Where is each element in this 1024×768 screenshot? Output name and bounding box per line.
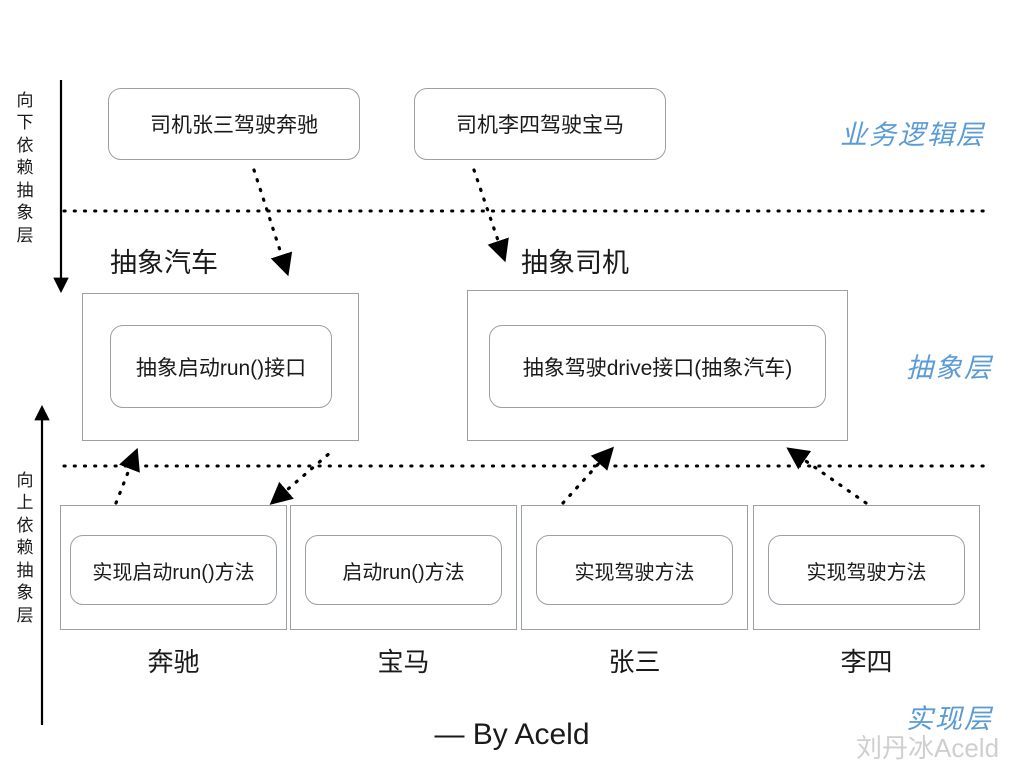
axis-char: 向 [16,91,34,110]
impl-caption-bmw: 宝马 [377,647,430,677]
axis-char: 赖 [16,538,34,558]
axis-char: 层 [16,225,34,245]
layer-tag-business: 业务逻辑层 [840,120,985,150]
watermark: 刘丹冰Aceld [856,733,1000,763]
impl-box-zhangsan: 实现驾驶方法 [536,535,733,605]
dependency-arrow-zhangsan-to-abstract-car [252,168,293,277]
impl-caption-lisi: 李四 [840,647,893,677]
impl-box-label: 实现启动run()方法 [92,561,255,584]
realize-arrow-zhangsan-to-abstract-driver [561,446,615,505]
realize-arrow-lisi-to-abstract-driver [786,447,868,505]
axis-label-depend-up: 向 上 依 赖 抽 象 层 [8,470,42,627]
axis-char: 象 [16,203,34,223]
business-box-driver-zhangsan: 司机张三驾驶奔驰 [108,88,360,160]
axis-char: 层 [16,605,34,625]
axis-char: 象 [16,583,34,603]
axis-char: 抽 [16,560,34,580]
axis-char: 上 [16,493,34,513]
dependency-arrow-lisi-to-abstract-driver [472,168,509,263]
axis-char: 依 [16,515,34,535]
abstract-car-interface-box: 抽象启动run()接口 [110,325,332,408]
axis-char: 依 [16,135,34,155]
business-box-driver-lisi: 司机李四驾驶宝马 [414,88,666,160]
abstract-car-interface-label: 抽象启动run()接口 [135,356,307,380]
impl-caption-benz: 奔驰 [147,647,200,677]
impl-box-label: 启动run()方法 [342,561,465,584]
impl-caption-zhangsan: 张三 [608,647,661,677]
impl-box-lisi: 实现驾驶方法 [768,535,965,605]
axis-char: 赖 [16,158,34,178]
axis-char: 抽 [16,180,34,200]
abstract-driver-interface-label: 抽象驾驶drive接口(抽象汽车) [522,356,793,380]
byline: — By Aceld [434,718,590,751]
impl-box-bmw: 启动run()方法 [305,535,502,605]
abstract-car-caption: 抽象汽车 [110,248,218,278]
abstract-driver-caption: 抽象司机 [521,248,629,278]
impl-box-label: 实现驾驶方法 [574,561,695,584]
realize-arrow-benz-to-abstract-car [114,447,140,505]
axis-label-depend-down: 向 下 依 赖 抽 象 层 [8,90,42,247]
impl-box-label: 实现驾驶方法 [806,561,927,584]
abstract-driver-interface-box: 抽象驾驶drive接口(抽象汽车) [489,325,826,408]
axis-char: 下 [16,113,34,133]
realize-arrow-bmw-to-abstract-car [269,450,333,505]
layer-tag-abstract: 抽象层 [906,353,993,383]
impl-box-benz: 实现启动run()方法 [70,535,277,605]
layer-tag-impl: 实现层 [906,704,993,734]
axis-char: 向 [16,471,34,490]
business-box-label: 司机张三驾驶奔驰 [150,114,318,137]
business-box-label: 司机李四驾驶宝马 [456,114,624,137]
